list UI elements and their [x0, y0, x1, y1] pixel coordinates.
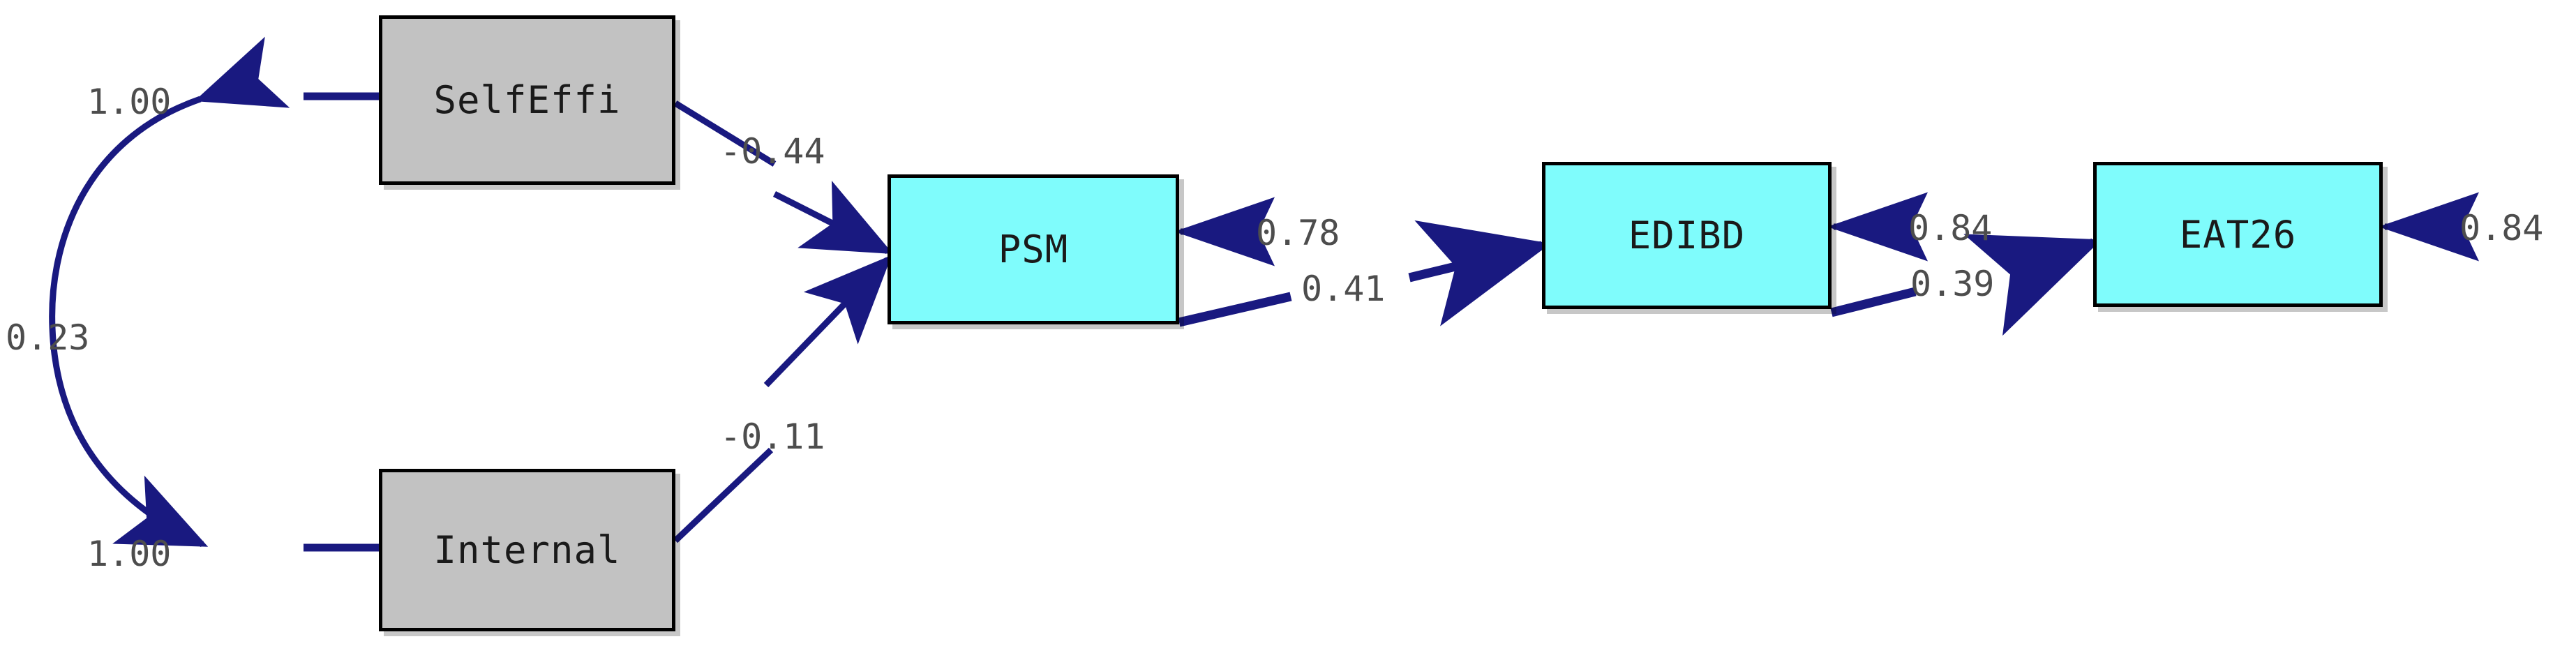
edge-label-variance-internal: 1.00	[87, 534, 172, 574]
edge-covariance-selfeffi-internal	[49, 36, 290, 548]
edge-label-regression-psm-edibd: 0.41	[1301, 269, 1386, 309]
edge-regression-selfeffi-psm	[673, 100, 894, 255]
edge-label-residual-eat26: 0.84	[2459, 208, 2544, 248]
edge-regression-edibd-eat26	[1830, 234, 2102, 336]
node-selfeffi[interactable]: SelfEffi	[379, 15, 675, 185]
node-internal[interactable]: Internal	[379, 469, 675, 631]
edge-label-covariance-selfeffi-internal: 0.23	[6, 317, 90, 358]
node-eat26-label: EAT26	[2179, 212, 2297, 257]
edge-label-variance-selfeffi: 1.00	[87, 82, 172, 122]
node-eat26[interactable]: EAT26	[2093, 162, 2383, 307]
edge-label-residual-psm: 0.78	[1256, 213, 1340, 253]
node-internal-label: Internal	[433, 528, 621, 572]
node-edibd-label: EDIBD	[1628, 213, 1746, 257]
edge-label-regression-selfeffi-psm: -0.44	[720, 131, 825, 172]
edge-regression-internal-psm	[673, 255, 892, 543]
edge-label-regression-edibd-eat26: 0.39	[1910, 264, 1995, 304]
edge-label-regression-internal-psm: -0.11	[720, 416, 825, 457]
node-selfeffi-label: SelfEffi	[433, 78, 621, 122]
edge-label-residual-edibd: 0.84	[1908, 208, 1993, 248]
node-psm[interactable]: PSM	[888, 174, 1179, 324]
edge-regression-psm-edibd	[1178, 220, 1551, 327]
node-edibd[interactable]: EDIBD	[1542, 162, 1832, 309]
node-psm-label: PSM	[998, 227, 1069, 271]
